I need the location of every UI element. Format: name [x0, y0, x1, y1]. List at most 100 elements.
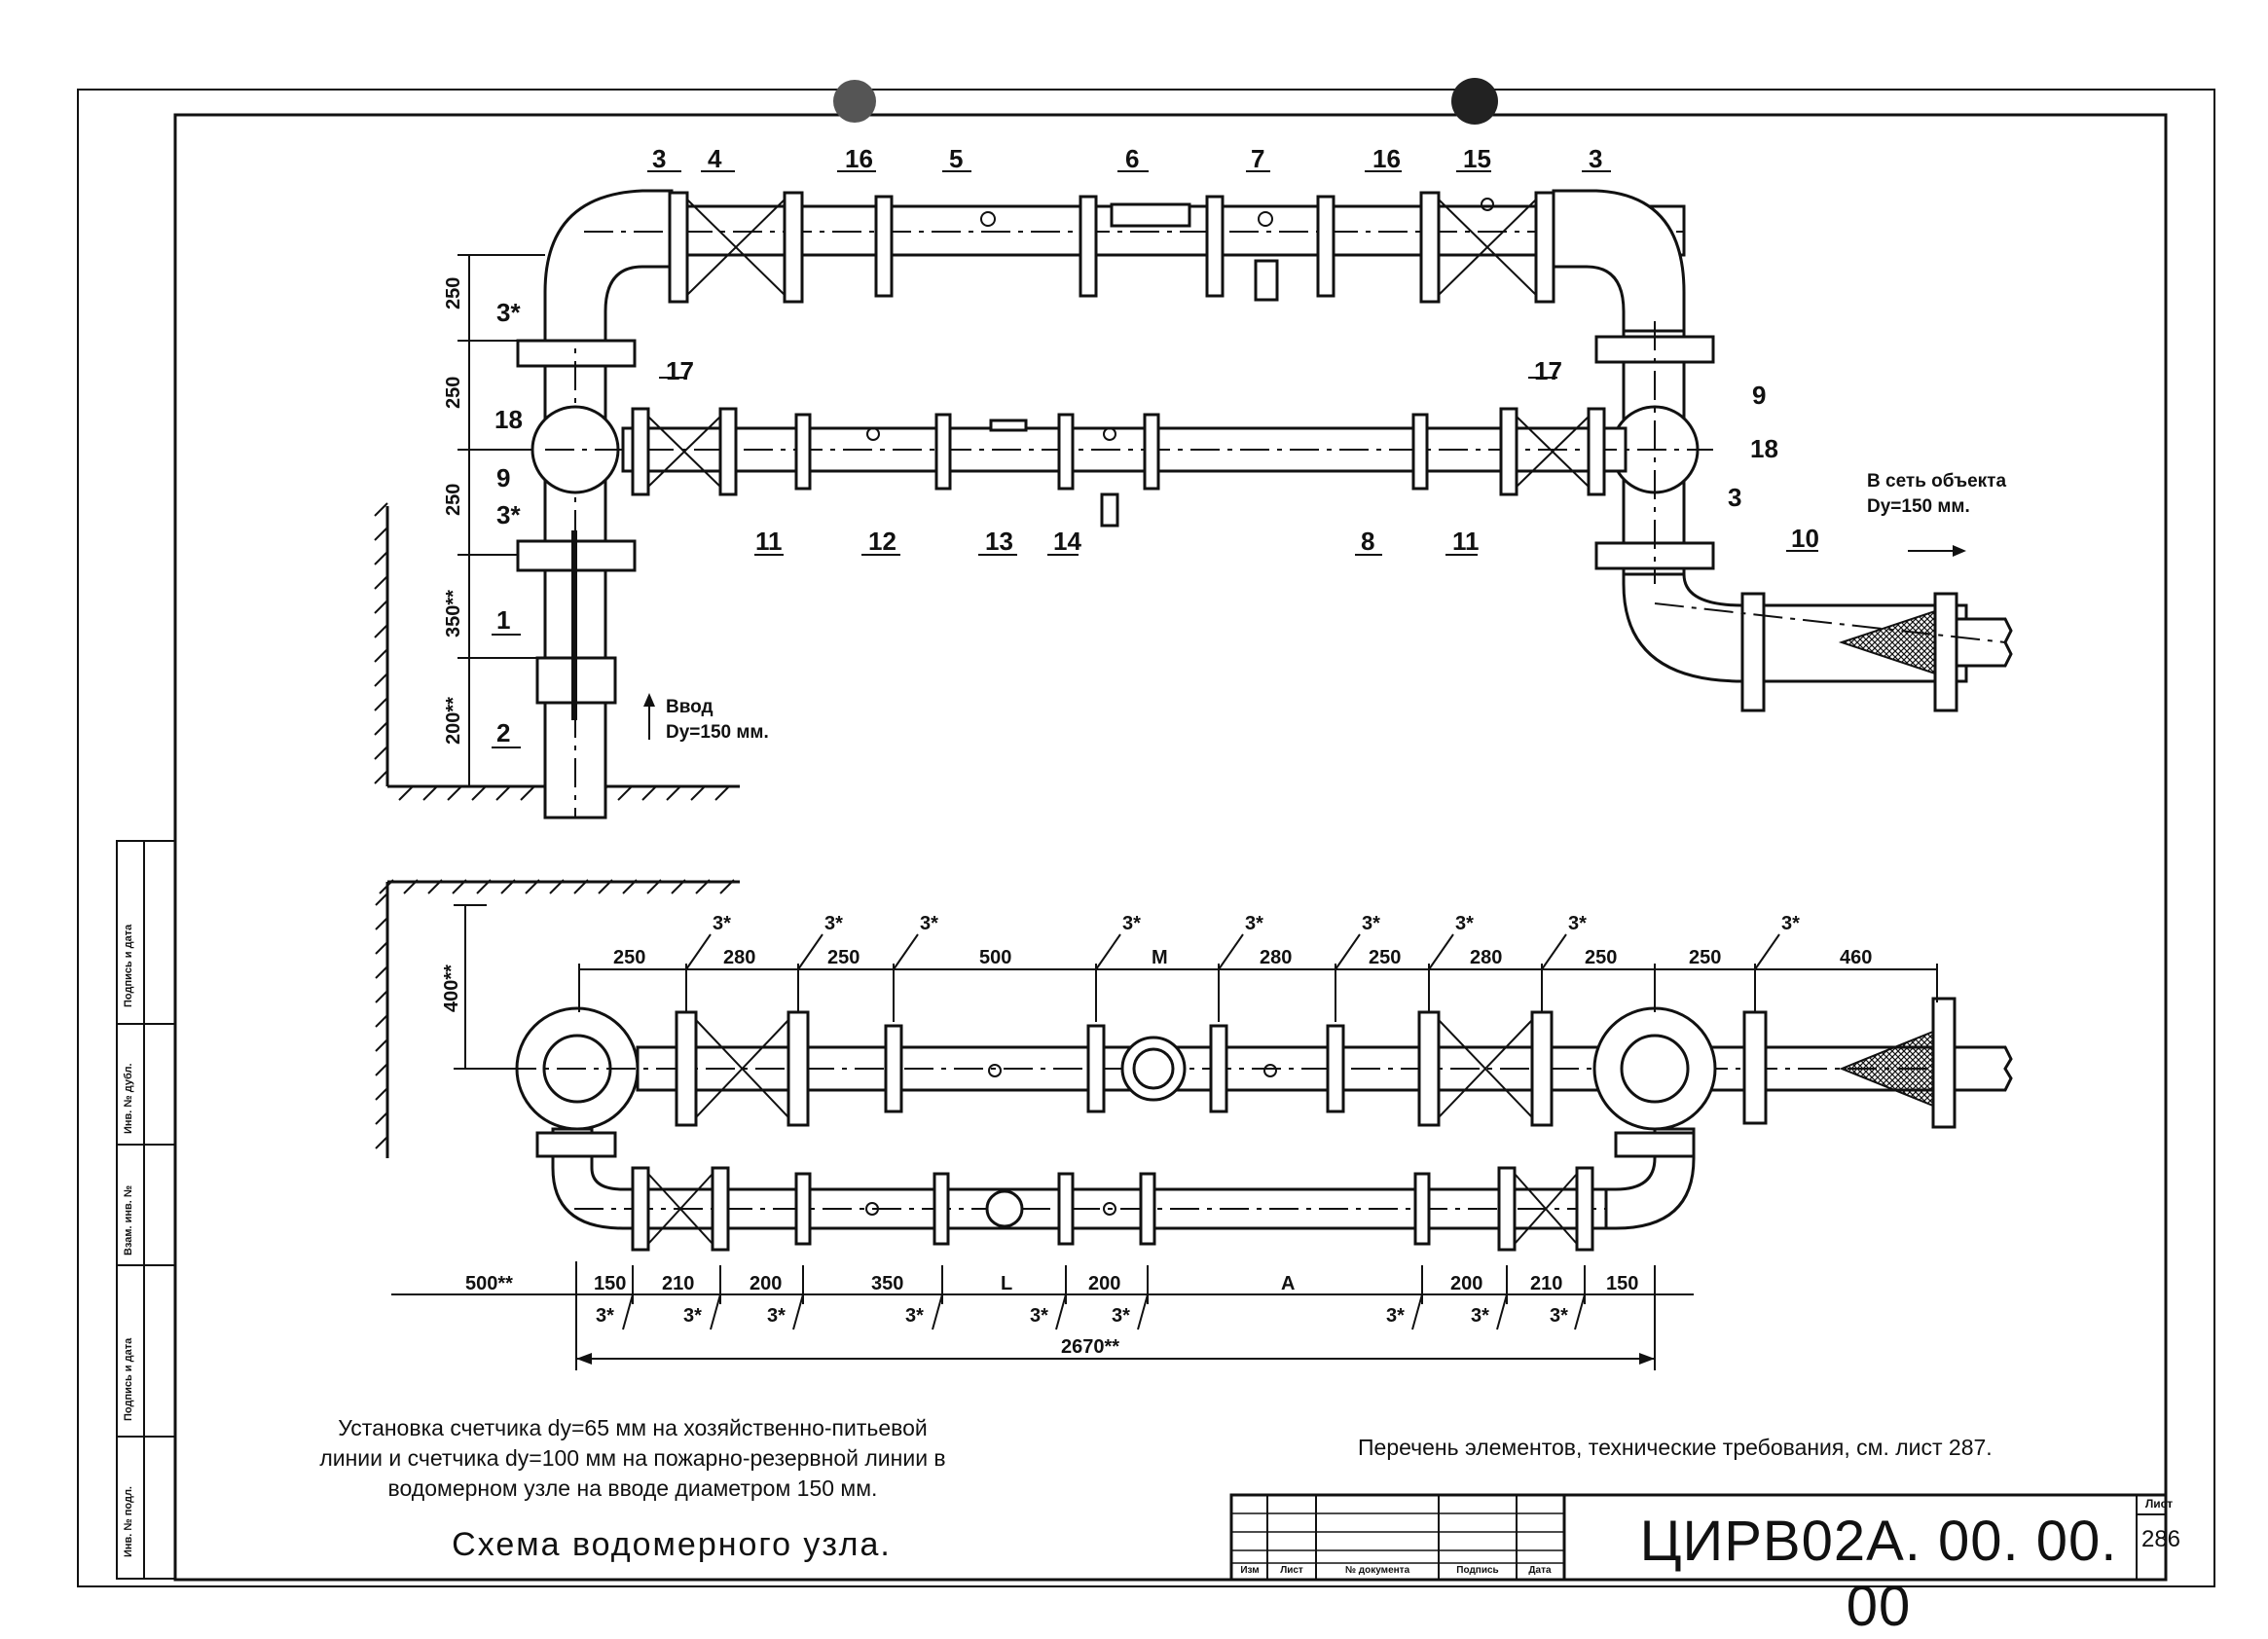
- callout-1: 1: [496, 605, 510, 635]
- inlet-label: Ввод Dy=150 мм.: [666, 695, 769, 746]
- stamp-header-list: Лист: [1280, 1565, 1303, 1576]
- bottom-mark-8: 3*: [1550, 1305, 1568, 1327]
- callout-18: 18: [494, 405, 523, 434]
- plan-view: 3 4 16 5 6 7 16 15 3 3* 17 17 18 18 9 9 …: [374, 144, 2013, 820]
- callout-17: 17: [666, 356, 694, 385]
- description-line-3: водомерном узле на вводе диаметром 150 м…: [387, 1475, 878, 1501]
- plan-dim-200: 200**: [443, 697, 464, 745]
- description-line-1: Установка счетчика dy=65 мм на хозяйстве…: [338, 1415, 928, 1440]
- bottom-dim-8: 200: [1450, 1273, 1482, 1294]
- stamp-header-date: Дата: [1528, 1565, 1552, 1576]
- side-stamp-sign-date-1: Подпись и дата: [123, 1337, 134, 1421]
- bottom-dim-6: 200: [1088, 1273, 1120, 1294]
- callout-13: 13: [985, 527, 1013, 556]
- punch-hole-right: [1451, 78, 1498, 125]
- callout-17b: 17: [1534, 356, 1562, 385]
- bottom-dim-2: 210: [662, 1273, 694, 1294]
- description-line-2: линии и счетчика dy=100 мм на пожарно-ре…: [319, 1445, 946, 1471]
- callout-3c: 3: [1728, 483, 1741, 512]
- callout-16: 16: [845, 144, 873, 173]
- bottom-dim-3: 200: [750, 1273, 782, 1294]
- punch-hole-left: [833, 80, 876, 123]
- bottom-mark-4: 3*: [1030, 1305, 1048, 1327]
- height-dim: 400**: [441, 965, 462, 1012]
- bottom-dim-7: A: [1281, 1273, 1295, 1294]
- inlet-label-line1: Ввод: [666, 697, 713, 717]
- overall-dim: 2670**: [1061, 1336, 1119, 1358]
- callout-3: 3: [652, 144, 666, 173]
- callout-11: 11: [755, 527, 783, 556]
- bottom-dim-9: 210: [1530, 1273, 1562, 1294]
- top-dim-10: 460: [1840, 947, 1872, 968]
- top-dim-9: 250: [1689, 947, 1721, 968]
- callout-8: 8: [1361, 527, 1374, 556]
- callout-9: 9: [496, 463, 510, 492]
- sheet-number: 286: [2140, 1526, 2181, 1552]
- bottom-dim-1: 150: [594, 1273, 626, 1294]
- top-mark-7: 3*: [1568, 913, 1587, 934]
- callout-2: 2: [496, 718, 510, 747]
- outlet-label-line1: В сеть объекта: [1867, 471, 2007, 492]
- plan-dim-250-c: 250: [443, 484, 464, 516]
- top-dim-5: 280: [1260, 947, 1292, 968]
- top-dim-3: 500: [979, 947, 1011, 968]
- bottom-mark-1: 3*: [683, 1305, 702, 1327]
- plan-dim-250-b: 250: [443, 377, 464, 409]
- side-stamp-inv-dubl: Инв. № дубл.: [123, 1063, 134, 1134]
- drawing-description: Установка счетчика dy=65 мм на хозяйстве…: [263, 1413, 1003, 1504]
- callout-18b: 18: [1750, 434, 1778, 463]
- reference-note: Перечень элементов, технические требован…: [1358, 1435, 1993, 1460]
- bottom-dim-4: 350: [871, 1273, 903, 1294]
- top-mark-8: 3*: [1781, 913, 1800, 934]
- stamp-header-izm: Изм: [1240, 1565, 1260, 1576]
- bottom-mark-3: 3*: [905, 1305, 924, 1327]
- top-mark-3: 3*: [1122, 913, 1141, 934]
- drawing-title: Схема водомерного узла.: [452, 1526, 892, 1563]
- side-stamp-sign-date-2: Подпись и дата: [123, 924, 134, 1007]
- callout-5: 5: [949, 144, 963, 173]
- outlet-label: В сеть объекта Dy=150 мм.: [1867, 469, 2006, 520]
- top-dim-2: 250: [827, 947, 860, 968]
- bottom-mark-5: 3*: [1112, 1305, 1130, 1327]
- callout-14: 14: [1053, 527, 1081, 556]
- top-mark-2: 3*: [920, 913, 938, 934]
- callout-15: 15: [1463, 144, 1491, 173]
- bottom-mark-2: 3*: [767, 1305, 786, 1327]
- plan-dim-250-a: 250: [443, 277, 464, 310]
- bottom-dim-5: L: [1001, 1273, 1012, 1294]
- top-mark-5: 3*: [1362, 913, 1380, 934]
- callout-6: 6: [1125, 144, 1139, 173]
- side-stamp-vzam-inv: Взам. инв. №: [123, 1184, 134, 1256]
- callout-9b: 9: [1752, 381, 1766, 410]
- bottom-mark-6: 3*: [1386, 1305, 1405, 1327]
- top-dim-4: M: [1152, 947, 1168, 968]
- callout-10: 10: [1791, 524, 1819, 553]
- bottom-mark-7: 3*: [1471, 1305, 1489, 1327]
- side-stamp-inv-podl: Инв. № подл.: [123, 1486, 134, 1557]
- callout-3-star-b: 3*: [496, 500, 521, 529]
- top-dim-0: 250: [613, 947, 645, 968]
- bottom-dim-0: 500**: [465, 1273, 513, 1294]
- callout-3-star: 3*: [496, 298, 521, 327]
- title-block: [1229, 1493, 2168, 1582]
- top-mark-1: 3*: [824, 913, 843, 934]
- bottom-mark-0: 3*: [596, 1305, 614, 1327]
- callout-4: 4: [708, 144, 722, 173]
- outlet-label-line2: Dy=150 мм.: [1867, 496, 1970, 517]
- stamp-header-doc: № документа: [1344, 1565, 1410, 1576]
- document-code: ЦИРВ02А. 00. 00. 00: [1639, 1510, 2118, 1638]
- inlet-label-line2: Dy=150 мм.: [666, 722, 769, 743]
- top-mark-0: 3*: [713, 913, 731, 934]
- top-dim-1: 280: [723, 947, 755, 968]
- elevation-view: 250 280 250 500 M 280 250 280 250 250 46…: [375, 879, 2013, 1370]
- outer-frame: [77, 89, 2215, 1587]
- callout-7: 7: [1251, 144, 1264, 173]
- top-mark-4: 3*: [1245, 913, 1263, 934]
- side-stamp: [116, 840, 176, 1580]
- plan-dim-350: 350**: [443, 590, 464, 637]
- sheet-label: Лист: [2144, 1497, 2174, 1511]
- top-dim-7: 280: [1470, 947, 1502, 968]
- callout-12: 12: [868, 527, 896, 556]
- callout-11b: 11: [1452, 527, 1480, 556]
